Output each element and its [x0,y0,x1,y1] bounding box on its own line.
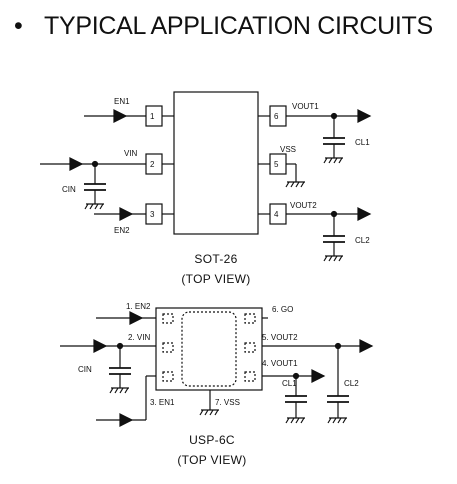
usp-pin4-label: 4. VOUT1 [262,359,298,368]
sot26-cl1-label: CL1 [355,138,370,147]
sot26-pin5-number: 5 [274,160,279,169]
vin-arrow [69,157,84,171]
bullet: • [14,12,23,40]
sot26-pin4-number: 4 [274,210,279,219]
sot26-en2-label: EN2 [114,226,130,235]
usp6c-view-label: (TOP VIEW) [177,453,246,467]
sot26-package-name: SOT-26 [194,252,237,266]
sot26-vout1-label: VOUT1 [292,102,319,111]
usp-cl1-label: CL1 [282,379,297,388]
usp6c-pad1 [162,313,174,324]
vout2-arrow [357,207,372,221]
sot26-pin1-number: 1 [150,112,155,121]
sot26-en1-label: EN1 [114,97,130,106]
sot26-ic-body [173,91,259,235]
usp6c-ic-body [155,307,263,391]
usp6c-circuit [60,307,374,427]
sot26-vout2-label: VOUT2 [290,201,317,210]
en2-arrow [119,207,134,221]
usp6c-pad2 [162,342,174,353]
vout1-arrow [357,109,372,123]
usp-pin1-label: 1. EN2 [126,302,151,311]
usp-pin6-label: 6. GO [272,305,293,314]
sot26-pin2-number: 2 [150,160,155,169]
usp6c-pad3 [162,371,174,382]
usp-pin7-label: 7. VSS [215,398,240,407]
sot26-vss-label: VSS [280,145,296,154]
sot26-cl2-label: CL2 [355,236,370,245]
section-heading: • TYPICAL APPLICATION CIRCUITS [14,8,454,44]
sot26-view-label: (TOP VIEW) [181,272,250,286]
usp-pin5-label: 5. VOUT2 [262,333,298,342]
sot26-vin-label: VIN [124,149,138,158]
usp6c-pad6 [244,313,256,324]
sot26-pin6-number: 6 [274,112,279,121]
usp-pin2-label: 2. VIN [128,333,150,342]
usp-pin3-label: 3. EN1 [150,398,175,407]
sot26-pin3-number: 3 [150,210,155,219]
en1-arrow [113,109,128,123]
heading-title: TYPICAL APPLICATION CIRCUITS [44,12,433,40]
usp6c-pad4 [244,371,256,382]
usp-cl2-label: CL2 [344,379,359,388]
usp6c-package-name: USP-6C [189,433,235,447]
usp-cin-label: CIN [78,365,92,374]
usp6c-pad5 [244,342,256,353]
usp6c-center-pad [181,311,237,387]
sot26-cin-label: CIN [62,185,76,194]
sot26-circuit [40,91,372,262]
